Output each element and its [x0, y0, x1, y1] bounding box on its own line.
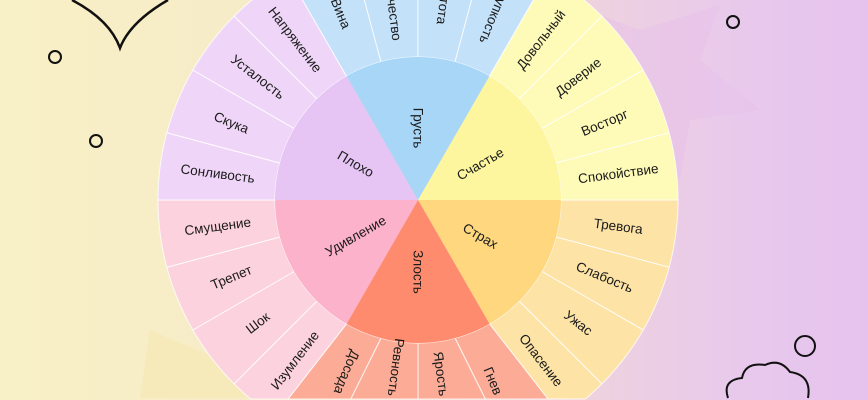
- emotion-category-segment[interactable]: [275, 76, 418, 200]
- outline-cloud-icon: [725, 361, 810, 399]
- emotion-item-label: Тревога: [593, 216, 644, 237]
- emotion-category-label: Грусть: [411, 108, 426, 148]
- outline-circle-icon: [89, 134, 103, 148]
- outline-circle-icon: [794, 335, 816, 357]
- emotion-category-segment[interactable]: [346, 57, 490, 200]
- emotion-category-segment[interactable]: [418, 200, 561, 324]
- emotion-category-segment[interactable]: [346, 200, 490, 343]
- emotion-category-segment[interactable]: [275, 200, 418, 324]
- emotion-item-label: Ярость: [431, 351, 452, 397]
- outline-star-icon: [71, 0, 169, 52]
- outline-circle-icon: [48, 50, 62, 64]
- emotion-item-label: Пустота: [434, 0, 455, 26]
- emotion-category-segment[interactable]: [418, 76, 561, 200]
- emotion-item-label: Ревность: [385, 338, 407, 397]
- emotion-category-label: Злость: [411, 250, 426, 294]
- outline-circle-icon: [726, 15, 740, 29]
- pale-star-shape: [140, 330, 260, 398]
